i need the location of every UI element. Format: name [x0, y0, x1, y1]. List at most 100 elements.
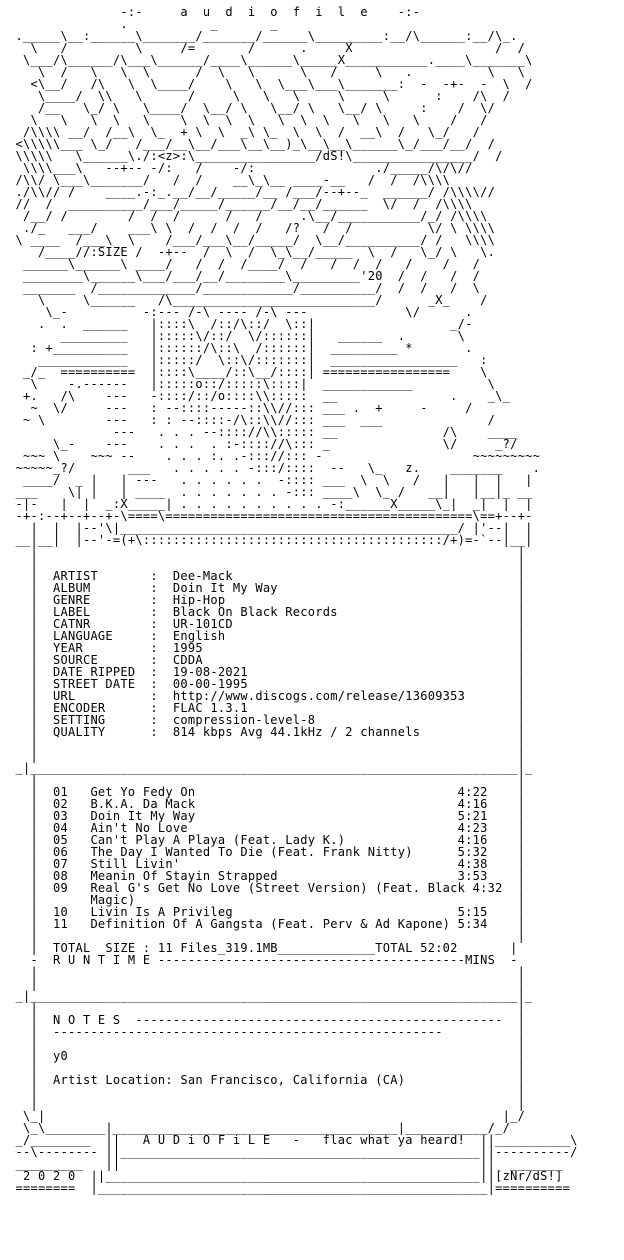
nfo-line: | LANGUAGE : English |	[8, 629, 526, 643]
nfo-line: | |	[8, 737, 526, 751]
nfo-line: | --------------------------------------…	[8, 1025, 526, 1039]
nfo-line: __|__| |--'-=(+\::::::::::::::::::::::::…	[8, 533, 533, 547]
nfo-line: \_- --- . . . . :-:::://\::: _ \/ _?/	[8, 437, 518, 451]
nfo-line: _______ /_____________/____________/____…	[8, 281, 481, 295]
nfo-line: | YEAR : 1995 |	[8, 641, 526, 655]
nfo-line: : +__________ |::::::/\::\ /::::::| ____…	[8, 341, 473, 355]
nfo-line: \ \ \ \ \ \ \ \ \ \ \ \ \ \ \ / /	[8, 113, 488, 127]
nfo-line: | SOURCE : CDDA |	[8, 653, 526, 667]
nfo-line: | LABEL : Black On Black Records |	[8, 605, 526, 619]
nfo-line: ________\______\___/___/__/________\____…	[8, 269, 481, 283]
nfo-line: | 04 Ain't No Love 4:23 |	[8, 821, 526, 835]
nfo-line: | |	[8, 1037, 526, 1051]
nfo-line: ~ \ --- : : --::::-/\::\\//::: ___ ___ /	[8, 413, 496, 427]
nfo-line: \ \______ /\___________________________/…	[8, 293, 488, 307]
nfo-line: | |	[8, 965, 526, 979]
nfo-line: | 02 B.K.A. Da Mack 4:16 |	[8, 797, 526, 811]
nfo-line: | DATE RIPPED : 19-08-2021 |	[8, 665, 526, 679]
nfo-line: /__/ / / / / / / .\__/___________/_/ /\\…	[8, 209, 488, 223]
nfo-line: \_- -:--- /-\ ---- /-\ --- \/ .	[8, 305, 473, 319]
nfo-line: \\\\\ \______\./:<z>:\________________/d…	[8, 149, 503, 163]
nfo-line: | y0 |	[8, 1049, 526, 1063]
nfo-line: | TOTAL SIZE : 11 Files_319.1MB_________…	[8, 941, 518, 955]
nfo-line: ____/ _ | | --- . . . . . . -:::: ___ \ …	[8, 473, 533, 487]
nfo-line: \_| |_/	[8, 1109, 526, 1123]
nfo-line: . . ______ |::::\ /::/\::/ \::| _/-	[8, 317, 473, 331]
nfo-line: _/________ || A U D i O F i L E - flac w…	[8, 1133, 578, 1147]
nfo-line: _|______________________________________…	[8, 989, 533, 1003]
nfo-line: | ARTIST : Dee-Mack |	[8, 569, 526, 583]
nfo-line: . _ _	[8, 17, 278, 31]
nfo-line: | N O T E S ----------------------------…	[8, 1013, 526, 1027]
nfo-line: _________ |:::::\/::/ \/::::::| ______ .…	[8, 329, 466, 343]
nfo-line: | ALBUM : Doin It My Way |	[8, 581, 526, 595]
nfo-line: | 08 Meanin Of Stayin Strapped 3:53 |	[8, 869, 526, 883]
nfo-line: --\-------- ||__________________________…	[8, 1145, 578, 1159]
nfo-line: | STREET DATE : 00-00-1995 |	[8, 677, 526, 691]
nfo-line: ~ \/ --- : --::::-----::\\//::: ___ . + …	[8, 401, 473, 415]
nfo-line: | Artist Location: San Francisco, Califo…	[8, 1073, 526, 1087]
nfo-document: -:- a u d i o f i l e -:- . _ _ ._____\_…	[8, 6, 578, 1194]
nfo-line: | |	[8, 1085, 526, 1099]
nfo-line: ./_ ___/ ___\ \ / / / / /? / / \/ \ \\\\	[8, 221, 496, 235]
nfo-line: \ -.------ |:::::o::/:::::\::::| _______…	[8, 377, 496, 391]
nfo-line: -+-:--+--+--+-\====\====================…	[8, 509, 533, 523]
nfo-line: | CATNR : UR-101CD |	[8, 617, 526, 631]
nfo-line: - R U N T I M E ------------------------…	[8, 953, 518, 967]
nfo-line: ./\\// / ____.-:_.__/__/_____/__ /___/--…	[8, 185, 496, 199]
nfo-line: +. /\ --- -::::/::/o::::\\::::: __ . _\_	[8, 389, 511, 403]
nfo-line: | | |--'\|______________________________…	[8, 521, 533, 535]
nfo-line: | |	[8, 557, 526, 571]
nfo-line: -:- a u d i o f i l e -:-	[8, 5, 421, 19]
nfo-line: \___/\______/\___\______/____\______\___…	[8, 53, 533, 67]
nfo-line: ._____\__:______\_______/_______/______\…	[8, 29, 518, 43]
nfo-line: | Magic) |	[8, 893, 526, 907]
nfo-line: _________ || || _______	[8, 1157, 563, 1171]
nfo-line: \ ____ /___\ \ /___/___\__/_____/ \__/__…	[8, 233, 496, 247]
nfo-line: \\\\___\ --+-- -/: / -/: ./_____/\/\//	[8, 161, 473, 175]
nfo-line: \ / \ /= / . X / /	[8, 41, 526, 55]
nfo-line: | |	[8, 1097, 526, 1111]
nfo-line: ======== |______________________________…	[8, 1181, 571, 1195]
nfo-line: ~~~ \ ~~~ -- . . . :. .-::://::: - ~~~~~…	[8, 449, 541, 463]
nfo-line: \____/ \\ \ / \ \ \ \ \ : /\ /	[8, 89, 511, 103]
nfo-line: | |	[8, 1001, 526, 1015]
nfo-line: /\\/ \___\_______/ / / __\_\__ ____-__ /…	[8, 173, 451, 187]
nfo-line: | |	[8, 977, 526, 991]
nfo-line: | SETTING : compression-level-8 |	[8, 713, 526, 727]
nfo-line: ______\______\ ____/ / / /____/ / / / / …	[8, 257, 481, 271]
nfo-line: | |	[8, 749, 526, 763]
nfo-line: <\\\\\___ \_/ /___/__\__/___\__\__)_\__\…	[8, 137, 496, 151]
nfo-line: | 07 Still Livin' 4:38 |	[8, 857, 526, 871]
nfo-line: // / __________/___/_____/______/__/__/_…	[8, 197, 473, 211]
nfo-line: 2 0 2 0 ||______________________________…	[8, 1169, 563, 1183]
nfo-line: | |	[8, 545, 526, 559]
nfo-line: | QUALITY : 814 kbps Avg 44.1kHz / 2 cha…	[8, 725, 526, 739]
nfo-line: | 10 Livin Is A Privileg 5:15 |	[8, 905, 526, 919]
nfo-line: /\\\\ __/ /__\ \_ + \ \ _\ \_ \ \ / __\ …	[8, 125, 481, 139]
nfo-line: /____//:SIZE / -+-- / \ / \_\__/_____ \ …	[8, 245, 496, 259]
nfo-line: ~~~~~_?/ ___ . . . . . -:::/:::: -- \_ z…	[8, 461, 541, 475]
nfo-line: | |	[8, 1061, 526, 1075]
nfo-line: _/_ ========== |::::\____/::\__/::::| ==…	[8, 365, 488, 379]
nfo-line: | 01 Get Yo Fedy On 4:22 |	[8, 785, 526, 799]
nfo-line: --- . . . --:::://\\::::: __ /\ ____	[8, 425, 518, 439]
nfo-line: \ / \ \ \ / \ \ \ / \ . \ \	[8, 65, 526, 79]
nfo-line: | ENCODER : FLAC 1.3.1 |	[8, 701, 526, 715]
nfo-line: \_\________|____________________________…	[8, 1121, 511, 1135]
nfo-line: | 03 Doin It My Way 5:21 |	[8, 809, 526, 823]
nfo-line: <\__/ /\ \ \____/ \ \ \___\___\_______: …	[8, 77, 533, 91]
nfo-line: /__ \_/ \ \____/ \__/ \ \__/ \ \__/ \ : …	[8, 101, 496, 115]
nfo-line: | 11 Definition Of A Gangsta (Feat. Perv…	[8, 917, 526, 931]
nfo-line: _|______________________________________…	[8, 761, 533, 775]
nfo-line: -|- | | _:X_____| . . . . . . . . . . -:…	[8, 497, 533, 511]
nfo-line: ____________ |:::::/ \::\/:::::::| _____…	[8, 353, 488, 367]
nfo-line: ___ \| | | ____ . . . . . . . -::: ____\…	[8, 485, 533, 499]
nfo-line: | |	[8, 773, 526, 787]
nfo-line: | GENRE : Hip-Hop |	[8, 593, 526, 607]
nfo-line: | URL : http://www.discogs.com/release/1…	[8, 689, 526, 703]
nfo-line: | 05 Can't Play A Playa (Feat. Lady K.) …	[8, 833, 526, 847]
nfo-line: | 09 Real G's Get No Love (Street Versio…	[8, 881, 526, 895]
nfo-line: | 06 The Day I Wanted To Die (Feat. Fran…	[8, 845, 526, 859]
nfo-line: | |	[8, 929, 526, 943]
